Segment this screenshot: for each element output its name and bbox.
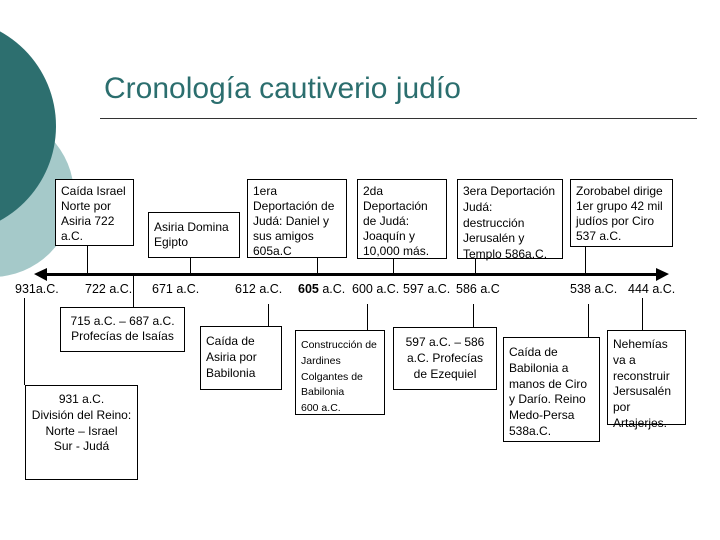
event-box-caida-babilonia: Caída de Babilonia a manos de Ciro y Dar…: [503, 337, 600, 442]
connector-line: [133, 276, 134, 307]
timeline-date-600: 600 a.C.: [352, 282, 400, 296]
timeline-date-722: 722 a.C.: [85, 282, 133, 296]
timeline-axis: [46, 273, 656, 276]
timeline-date-931: 931a.C.: [15, 282, 59, 296]
event-box-jardines-colgantes: Construcción de Jardines Colgantes de Ba…: [295, 330, 385, 415]
left-arrowhead-icon: [34, 268, 47, 281]
connector-line: [24, 298, 25, 385]
event-box-caida-asiria: Caída de Asiria por Babilonia: [200, 326, 282, 390]
timeline-date-671: 671 a.C.: [152, 282, 200, 296]
connector-line: [367, 304, 368, 330]
event-box-profecias-isaias: 715 a.C. – 687 a.C. Profecías de Isaías: [60, 307, 185, 352]
event-box-profecias-ezequiel: 597 a.C. – 586 a.C. Profecías de Ezequie…: [393, 327, 497, 390]
timeline-date-586: 586 a.C: [456, 282, 500, 296]
event-box-3era-deportacion: 3era Deportación Judá: destrucción Jerus…: [457, 179, 563, 261]
event-box-2da-deportacion: 2da Deportación de Judá: Joaquín y 10,00…: [357, 179, 447, 259]
timeline-date-612: 612 a.C.: [235, 282, 283, 296]
right-arrowhead-icon: [656, 268, 669, 281]
connector-line: [642, 298, 643, 330]
connector-line: [268, 304, 269, 326]
timeline-date-538: 538 a.C.: [570, 282, 618, 296]
connector-line: [317, 258, 318, 273]
event-box-zorobabel: Zorobabel dirige 1er grupo 42 mil judíos…: [570, 179, 673, 247]
connector-line: [393, 259, 394, 273]
connector-line: [585, 247, 586, 273]
timeline-date-444: 444 a.C.: [628, 282, 676, 296]
timeline-date-605-number: 605: [298, 282, 319, 296]
event-box-division-del-reino: 931 a.C. División del Reino: Norte – Isr…: [25, 385, 138, 480]
connector-line: [87, 246, 88, 273]
connector-line: [473, 304, 474, 327]
connector-line: [588, 304, 589, 337]
timeline-date-605-suffix: a.C.: [318, 282, 346, 296]
title-underline: [100, 118, 697, 119]
slide-title: Cronología cautiverio judío: [104, 72, 461, 105]
event-box-caida-israel: Caída Israel Norte por Asiria 722 a.C.: [55, 179, 134, 246]
connector-line: [190, 258, 191, 273]
timeline-date-605: 605 a.C.: [298, 282, 345, 296]
event-box-nehemias: Nehemías va a reconstruir Jersusalén por…: [607, 330, 686, 430]
event-box-asiria-domina-egipto: Asiria Domina Egipto: [148, 212, 240, 258]
timeline-date-597: 597 a.C.: [403, 282, 451, 296]
event-box-1era-deportacion: 1era Deportación de Judá: Daniel y sus a…: [247, 179, 347, 258]
connector-line: [475, 259, 476, 273]
